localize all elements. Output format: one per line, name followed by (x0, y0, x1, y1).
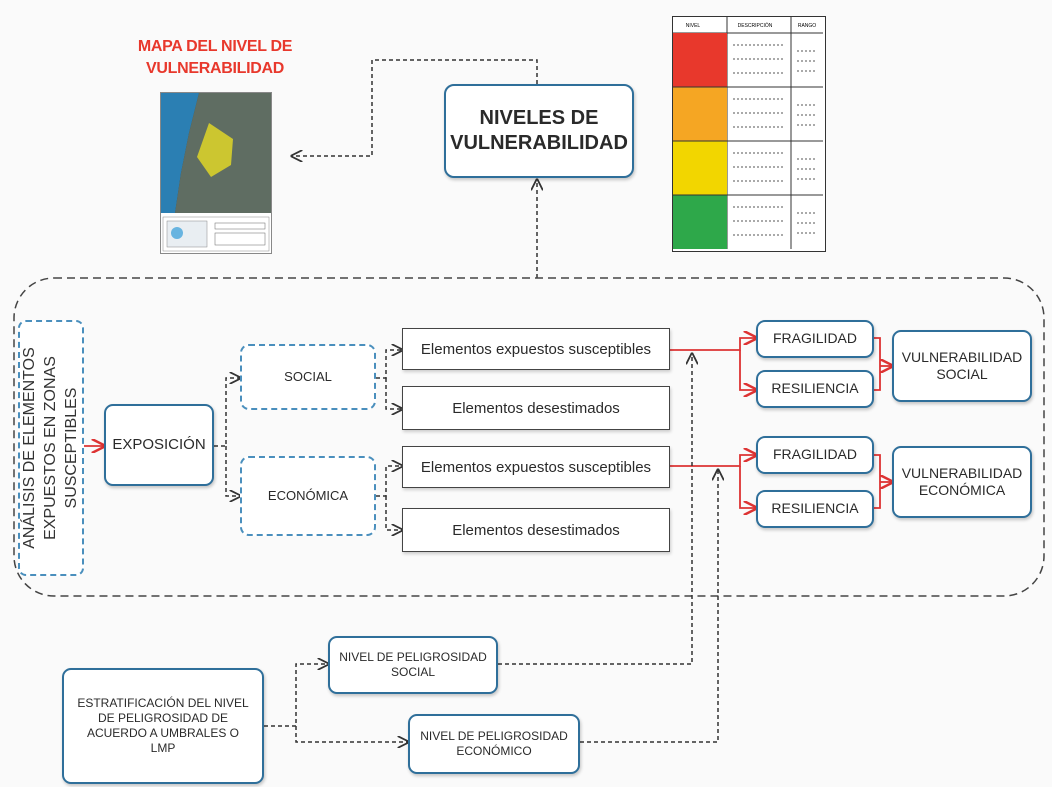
social-desestimados-label: Elementos desestimados (452, 399, 620, 417)
analisis-line3: SUSCEPTIBLES (62, 387, 80, 509)
analisis-elementos-box: ANÁLISIS DE ELEMENTOS EXPUESTOS EN ZONAS… (18, 320, 84, 576)
map-title: MAPA DEL NIVEL DE VULNERABILIDAD (110, 36, 320, 79)
vulnerabilidad-social-line1: VULNERABILIDAD (901, 348, 1023, 365)
map-graphic (161, 93, 271, 252)
exposicion-box: EXPOSICIÓN (104, 404, 214, 486)
economica-fragilidad-label: FRAGILIDAD (772, 446, 857, 463)
peligrosidad-economico-line2: ECONÓMICO (456, 744, 532, 758)
peligrosidad-social-line1: NIVEL DE PELIGROSIDAD (339, 650, 487, 664)
analisis-line1: ANÁLISIS DE ELEMENTOS (20, 347, 38, 549)
vulnerability-levels-table: NIVEL DESCRIPCIÓN RANGO (672, 16, 826, 252)
peligrosidad-economico-line1: NIVEL DE PELIGROSIDAD (420, 729, 568, 743)
social-expuestos-label: Elementos expuestos susceptibles (420, 340, 652, 358)
vulnerabilidad-social-line2: SOCIAL (936, 366, 988, 382)
niveles-line2: VULNERABILIDAD (450, 132, 628, 154)
vulnerabilidad-economica-line1: VULNERABILIDAD (901, 464, 1023, 481)
legend-header-descripcion: DESCRIPCIÓN (738, 22, 773, 29)
niveles-vulnerabilidad-box: NIVELES DE VULNERABILIDAD (444, 84, 634, 178)
economica-resiliencia-box: RESILIENCIA (756, 490, 874, 528)
estratificacion-line2: DE PELIGROSIDAD DE (97, 711, 229, 725)
peligrosidad-social-line2: SOCIAL (390, 665, 435, 679)
legend-header-nivel: NIVEL (686, 23, 701, 29)
economica-elementos-desestimados-box: Elementos desestimados (402, 508, 670, 552)
economica-fragilidad-box: FRAGILIDAD (756, 436, 874, 474)
social-box: SOCIAL (240, 344, 376, 410)
economica-resiliencia-label: RESILIENCIA (771, 500, 859, 517)
estratificacion-line1: ESTRATIFICACIÓN DEL NIVEL (77, 696, 249, 710)
peligrosidad-economico-box: NIVEL DE PELIGROSIDAD ECONÓMICO (408, 714, 580, 774)
analisis-text: ANÁLISIS DE ELEMENTOS EXPUESTOS EN ZONAS… (20, 347, 82, 549)
vulnerabilidad-economica-box: VULNERABILIDAD ECONÓMICA (892, 446, 1032, 518)
economica-desestimados-label: Elementos desestimados (452, 521, 620, 539)
vulnerabilidad-economica-line2: ECONÓMICA (918, 482, 1006, 498)
social-elementos-expuestos-box: Elementos expuestos susceptibles (402, 328, 670, 370)
social-elementos-desestimados-box: Elementos desestimados (402, 386, 670, 430)
estratificacion-box: ESTRATIFICACIÓN DEL NIVEL DE PELIGROSIDA… (62, 668, 264, 784)
exposicion-label: EXPOSICIÓN (112, 435, 206, 453)
estratificacion-line3: ACUERDO A UMBRALES O (86, 726, 240, 740)
levels-table-graphic: NIVEL DESCRIPCIÓN RANGO (673, 17, 823, 249)
peligrosidad-social-box: NIVEL DE PELIGROSIDAD SOCIAL (328, 636, 498, 694)
social-fragilidad-box: FRAGILIDAD (756, 320, 874, 358)
map-title-line2: VULNERABILIDAD (145, 59, 285, 77)
niveles-line1: NIVELES DE (479, 107, 599, 129)
economica-box: ECONÓMICA (240, 456, 376, 536)
social-resiliencia-box: RESILIENCIA (756, 370, 874, 408)
analisis-line2: EXPUESTOS EN ZONAS (41, 356, 59, 540)
social-label: SOCIAL (284, 368, 332, 384)
map-title-line1: MAPA DEL NIVEL DE (137, 38, 293, 55)
social-fragilidad-label: FRAGILIDAD (772, 330, 857, 347)
social-resiliencia-label: RESILIENCIA (771, 380, 859, 397)
economica-elementos-expuestos-box: Elementos expuestos susceptibles (402, 446, 670, 488)
vulnerabilidad-social-box: VULNERABILIDAD SOCIAL (892, 330, 1032, 402)
legend-header-rango: RANGO (798, 23, 816, 29)
vulnerability-map-image (160, 92, 272, 254)
estratificacion-line4: LMP (150, 741, 176, 755)
economica-expuestos-label: Elementos expuestos susceptibles (420, 458, 652, 476)
economica-label: ECONÓMICA (267, 487, 349, 503)
